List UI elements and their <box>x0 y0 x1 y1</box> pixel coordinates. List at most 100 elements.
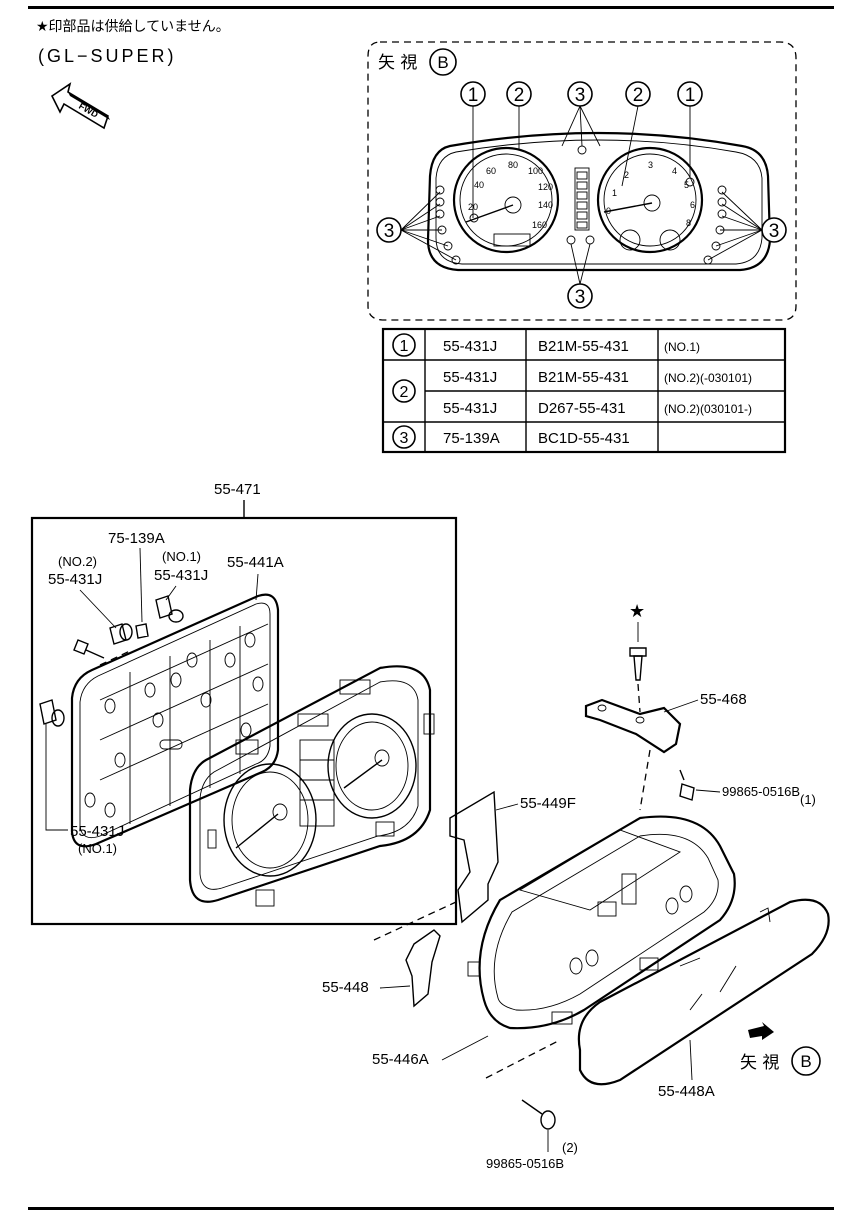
callout-1-left: 1 <box>460 81 486 218</box>
label-55-448a: 55-448A <box>658 1083 715 1100</box>
callout-3-top: 3 <box>561 81 601 147</box>
label-55-449f: 55-449F <box>520 795 576 812</box>
callout-3-bottom: 3 <box>567 243 593 309</box>
model-label: (GL−SUPER) <box>38 46 177 66</box>
label-view-b: 矢 視 <box>740 1053 779 1073</box>
tacho-tick-labels: 0 1 2 3 4 5 6 8 <box>606 160 695 228</box>
label-55-446a: 55-446A <box>372 1051 429 1068</box>
label-no1-bottom: (NO.1) <box>78 841 117 856</box>
label-screw1-qty: (1) <box>800 792 816 807</box>
speedo-tick-labels: 20 40 60 80 100 120 140 160 <box>468 160 553 230</box>
side-bulbs-left <box>435 185 479 265</box>
label-55-431j-no2: 55-431J <box>48 571 102 588</box>
svg-text:2: 2 <box>633 85 644 106</box>
bulb-icon <box>155 595 184 623</box>
svg-text:55-431J: 55-431J <box>443 338 497 355</box>
svg-text:75-139A: 75-139A <box>443 430 500 447</box>
table-row: 55-431J D267-55-431 (NO.2)(030101-) <box>443 400 752 417</box>
svg-text:55-431J: 55-431J <box>443 400 497 417</box>
label-55-471: 55-471 <box>214 481 261 498</box>
svg-text:BC1D-55-431: BC1D-55-431 <box>538 430 630 447</box>
callout-3-left: 3 <box>376 191 457 261</box>
label-75-139a: 75-139A <box>108 530 165 547</box>
label-no1-top: (NO.1) <box>162 549 201 564</box>
screw-icon <box>679 769 695 801</box>
screw-icon <box>73 639 105 659</box>
view-b-title: 矢 視 <box>378 53 417 73</box>
svg-text:B21M-55-431: B21M-55-431 <box>538 369 629 386</box>
svg-text:160: 160 <box>532 220 547 230</box>
svg-text:3: 3 <box>648 160 653 170</box>
svg-text:1: 1 <box>612 188 617 198</box>
table-row: 3 75-139A BC1D-55-431 <box>392 425 630 449</box>
svg-text:6: 6 <box>690 200 695 210</box>
screw-icon <box>629 647 647 681</box>
fwd-arrow-icon: FWD <box>50 82 110 130</box>
star-icon: ★ <box>629 601 645 622</box>
label-55-431j-no1-top: 55-431J <box>154 567 208 584</box>
meter-hood-55-446a <box>467 815 736 1030</box>
printed-circuit-board <box>70 593 280 848</box>
svg-text:3: 3 <box>575 85 586 106</box>
svg-text:140: 140 <box>538 200 553 210</box>
panel-55-448 <box>405 929 441 1008</box>
svg-text:2: 2 <box>624 170 629 180</box>
svg-text:0: 0 <box>606 206 611 216</box>
svg-text:100: 100 <box>528 166 543 176</box>
label-no2: (NO.2) <box>58 554 97 569</box>
bottom-rule <box>28 1207 834 1210</box>
top-rule <box>28 6 834 9</box>
svg-text:(NO.1): (NO.1) <box>664 340 700 354</box>
gasket-55-449f <box>449 790 499 924</box>
parts-table: 1 55-431J B21M-55-431 (NO.1) 2 55-431J B… <box>381 327 787 454</box>
svg-text:4: 4 <box>672 166 677 176</box>
svg-text:2: 2 <box>400 384 409 401</box>
table-row: 1 55-431J B21M-55-431 (NO.1) <box>392 333 700 357</box>
svg-text:60: 60 <box>486 166 496 176</box>
callout-2-right: 2 <box>621 81 651 187</box>
svg-text:8: 8 <box>686 218 691 228</box>
star-note: ★印部品は供給していません。 <box>36 19 230 35</box>
svg-text:120: 120 <box>538 182 553 192</box>
svg-text:80: 80 <box>508 160 518 170</box>
svg-text:40: 40 <box>474 180 484 190</box>
svg-text:55-431J: 55-431J <box>443 369 497 386</box>
label-screw1: 99865-0516B <box>722 784 800 799</box>
label-view-b-letter: B <box>800 1052 811 1071</box>
svg-text:3: 3 <box>400 430 409 447</box>
label-screw2-qty: (2) <box>562 1140 578 1155</box>
view-b-panel: 矢 視 B 20 40 60 80 100 120 140 160 <box>367 41 797 321</box>
view-b-letter: B <box>437 53 448 72</box>
label-55-448: 55-448 <box>322 979 369 996</box>
side-bulbs-right <box>685 177 727 265</box>
svg-text:1: 1 <box>400 338 409 355</box>
label-55-441a: 55-441A <box>227 554 284 571</box>
svg-text:B21M-55-431: B21M-55-431 <box>538 338 629 355</box>
callout-3-right: 3 <box>707 191 787 261</box>
callout-1-right: 1 <box>677 81 703 178</box>
svg-text:(NO.2)(-030101): (NO.2)(-030101) <box>664 371 752 385</box>
svg-text:3: 3 <box>575 287 586 308</box>
screw-icon <box>521 1099 556 1130</box>
bulb-icon <box>39 699 65 727</box>
table-row: 2 55-431J B21M-55-431 (NO.2)(-030101) <box>392 369 752 403</box>
callout-2-left: 2 <box>506 81 532 150</box>
instrument-case <box>188 665 435 907</box>
label-55-431j-no1-bottom: 55-431J <box>70 823 124 840</box>
svg-text:1: 1 <box>468 85 479 106</box>
svg-text:3: 3 <box>384 221 395 242</box>
label-screw2: 99865-0516B <box>486 1156 564 1171</box>
svg-text:(NO.2)(030101-): (NO.2)(030101-) <box>664 402 752 416</box>
label-55-468: 55-468 <box>700 691 747 708</box>
svg-text:3: 3 <box>769 221 780 242</box>
svg-text:2: 2 <box>514 85 525 106</box>
bracket-55-468 <box>584 698 682 754</box>
svg-text:D267-55-431: D267-55-431 <box>538 400 626 417</box>
lens-55-448a <box>577 898 830 1086</box>
svg-text:5: 5 <box>684 180 689 190</box>
svg-text:1: 1 <box>685 85 696 106</box>
bulb-icon <box>109 623 149 645</box>
view-b-arrow-icon <box>748 1022 774 1040</box>
assembly-box-55-471 <box>30 516 458 926</box>
